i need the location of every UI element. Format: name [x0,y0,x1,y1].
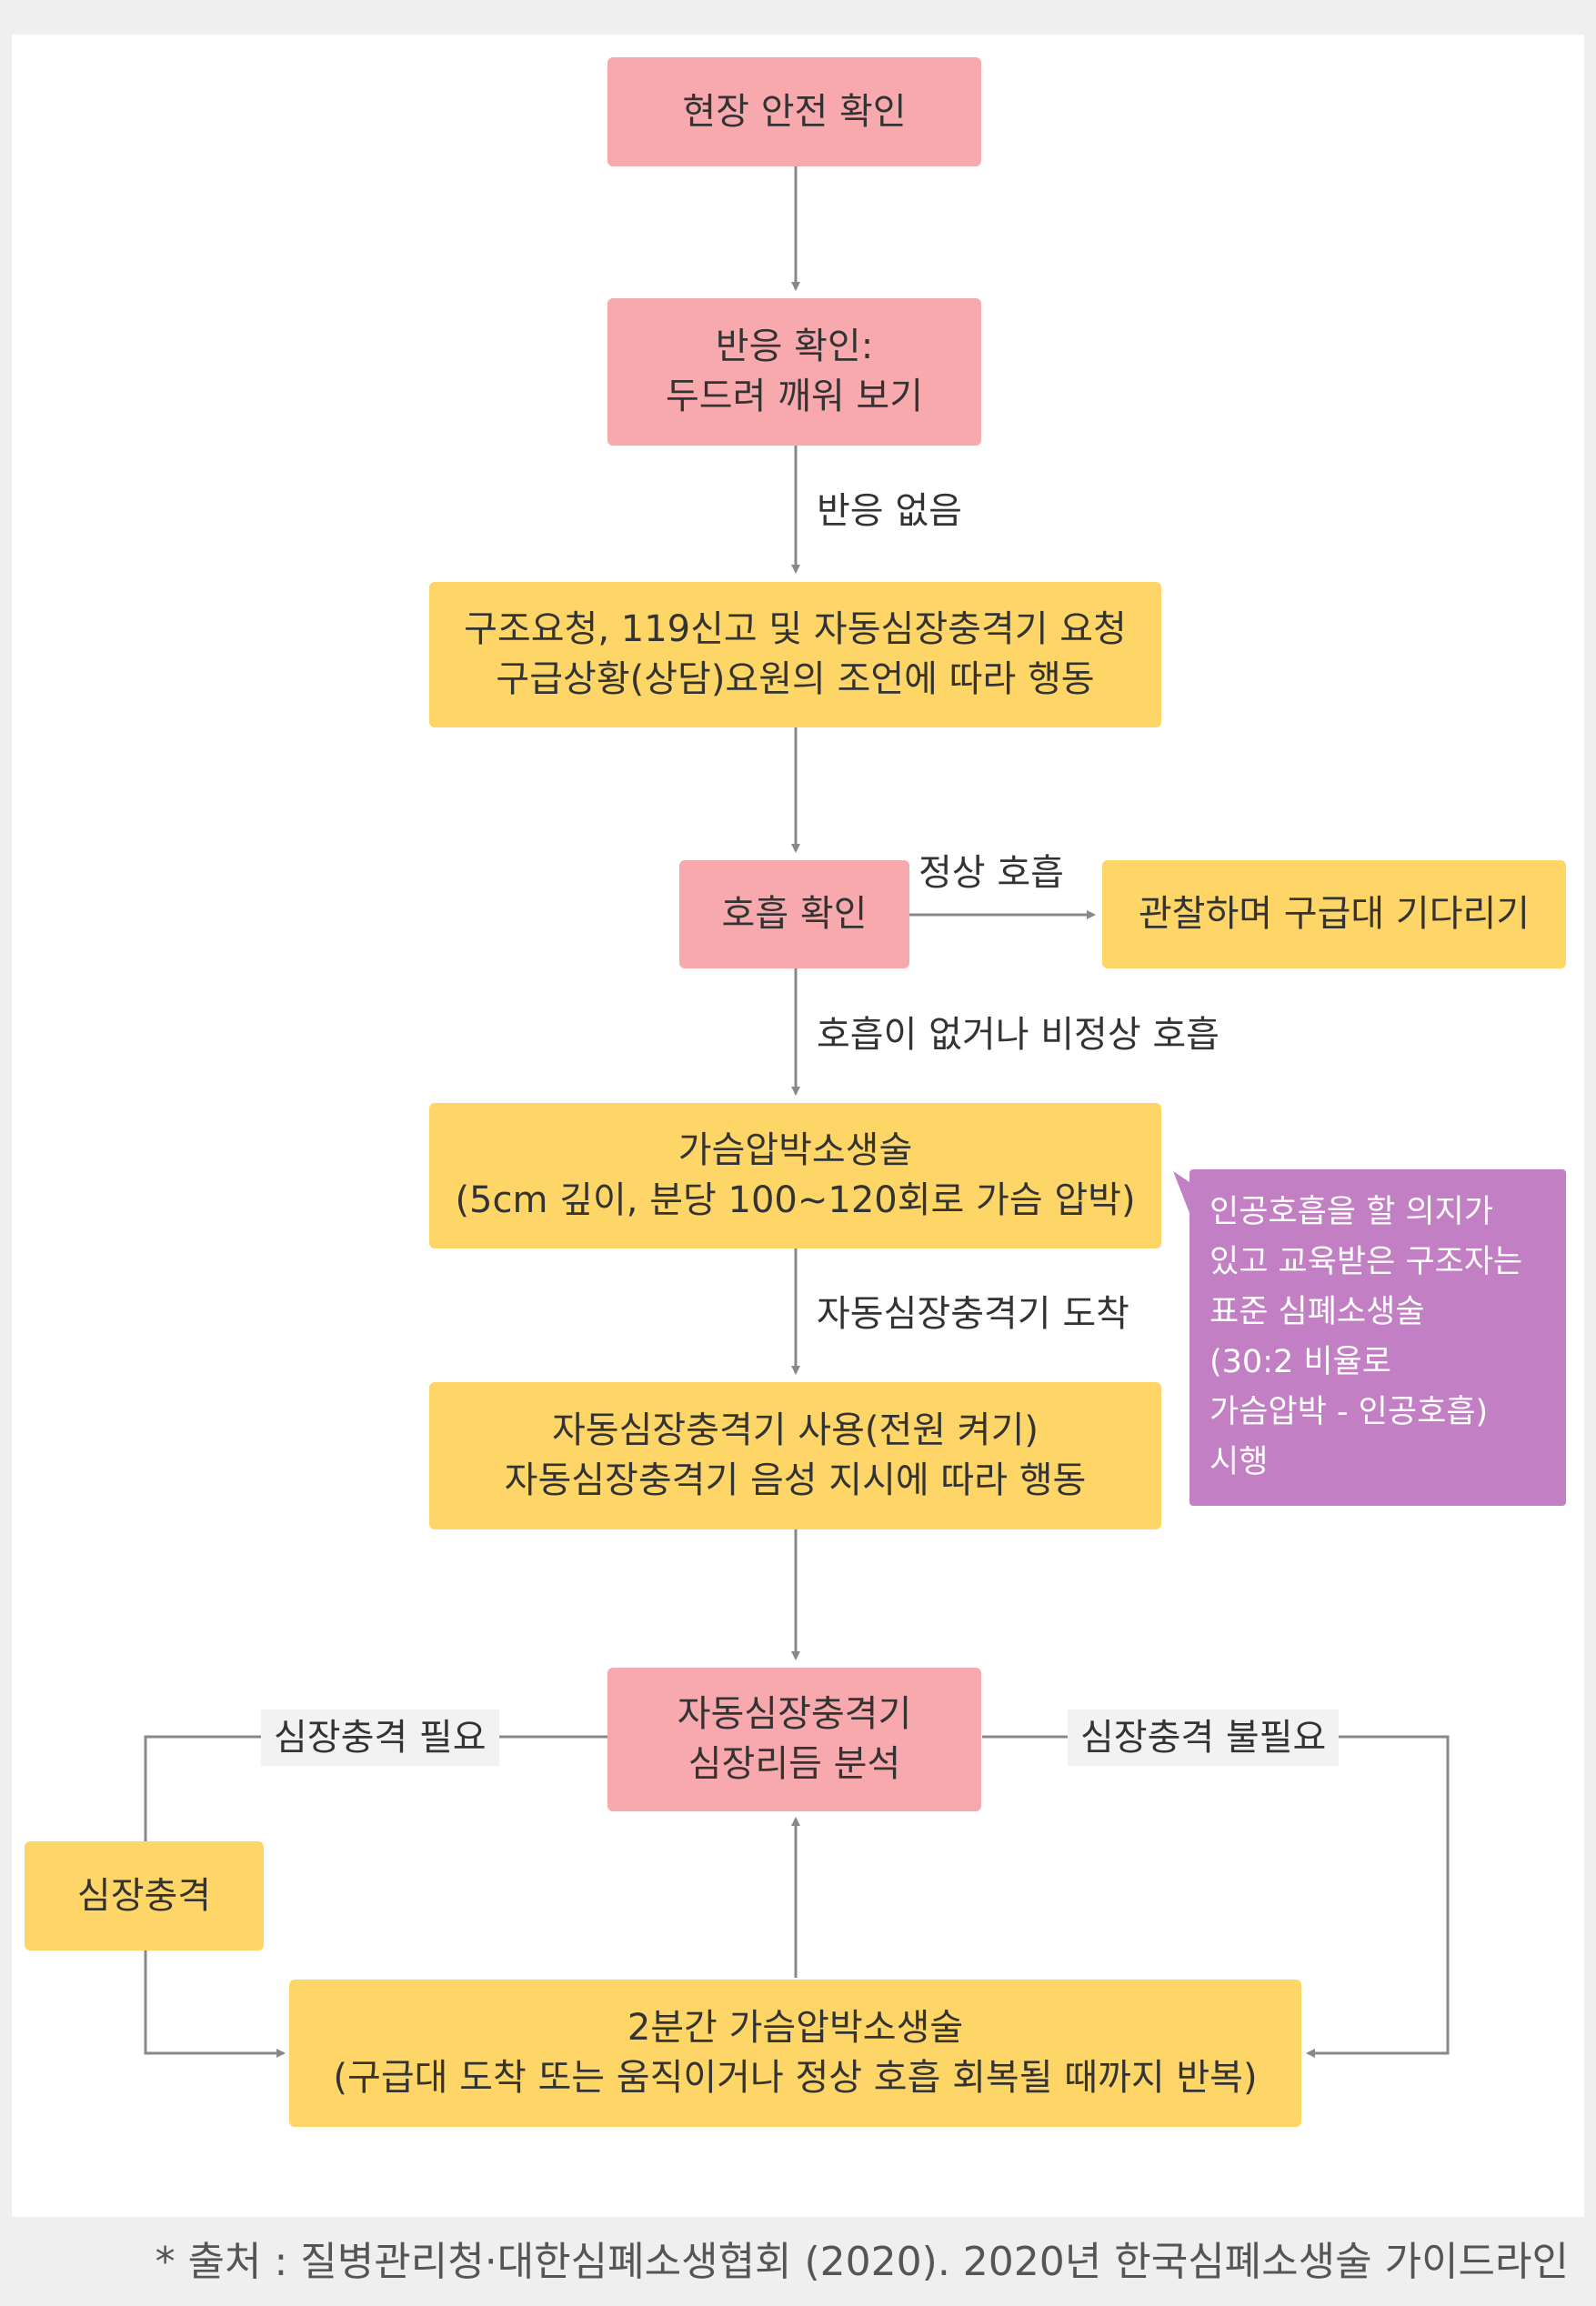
step-cpr-2min-line1: 2분간 가슴압박소생술 [627,2007,964,2049]
step-shock-text: 심장충격 [76,1874,212,1917]
note-rescue-breathing: 인공호흡을 할 의지가 있고 교육받은 구조자는 표준 심폐소생술 (30:2 … [1189,1169,1566,1506]
step-breathing-check-text: 호흡 확인 [721,893,868,935]
step-rhythm-analysis-line1: 자동심장충격기 [677,1693,912,1735]
step-observe-wait: 관찰하며 구급대 기다리기 [1102,860,1566,968]
step-cpr-line1: 가슴압박소생술 [678,1129,913,1171]
label-aed-arrival: 자동심장충격기 도착 [817,1293,1129,1335]
note-line6: 시행 [1210,1444,1269,1480]
step-response-check-line1: 반응 확인: [715,326,874,367]
label-shock-not-needed: 심장충격 불필요 [1068,1709,1340,1766]
step-site-safety: 현장 안전 확인 [607,57,981,166]
note-line5: 가슴압박 - 인공호흡) [1210,1394,1489,1430]
note-pointer [1173,1171,1189,1213]
step-rhythm-analysis: 자동심장충격기 심장리듬 분석 [607,1668,981,1811]
note-line1: 인공호흡을 할 의지가 [1210,1194,1494,1230]
source-citation: * 출처 : 질병관리청·대한심폐소생협회 (2020). 2020년 한국심폐… [155,2239,1569,2285]
note-line3: 표준 심폐소생술 [1210,1294,1425,1330]
step-shock: 심장충격 [25,1841,264,1950]
step-breathing-check: 호흡 확인 [679,860,909,968]
step-response-check-line2: 두드려 깨워 보기 [665,376,924,417]
step-site-safety-text: 현장 안전 확인 [682,90,907,133]
step-cpr: 가슴압박소생술 (5cm 깊이, 분당 100~120회로 가슴 압박) [429,1103,1161,1248]
note-line4: (30:2 비율로 [1210,1344,1391,1380]
label-normal-breathing: 정상 호흡 [918,852,1064,894]
step-observe-wait-text: 관찰하며 구급대 기다리기 [1138,893,1531,935]
step-call-help-line2: 구급상황(상담)요원의 조언에 따라 행동 [496,658,1095,700]
step-rhythm-analysis-line2: 심장리듬 분석 [688,1743,901,1785]
label-shock-needed: 심장충격 필요 [261,1709,499,1766]
step-aed-use-line2: 자동심장충격기 음성 지시에 따라 행동 [504,1459,1087,1501]
step-aed-use-line1: 자동심장충격기 사용(전원 켜기) [551,1409,1039,1451]
step-cpr-2min-line2: (구급대 도착 또는 움직이거나 정상 호흡 회복될 때까지 반복) [333,2057,1258,2099]
step-call-help: 구조요청, 119신고 및 자동심장충격기 요청 구급상황(상담)요원의 조언에… [429,582,1161,727]
step-aed-use: 자동심장충격기 사용(전원 켜기) 자동심장충격기 음성 지시에 따라 행동 [429,1382,1161,1529]
label-abnormal-breathing: 호흡이 없거나 비정상 호흡 [817,1014,1220,1056]
step-cpr-line2: (5cm 깊이, 분당 100~120회로 가슴 압박) [455,1179,1136,1221]
step-cpr-2min: 2분간 가슴압박소생술 (구급대 도착 또는 움직이거나 정상 호흡 회복될 때… [289,1980,1301,2127]
arrow-shock-to-cpr2 [144,1950,286,2058]
step-response-check: 반응 확인: 두드려 깨워 보기 [607,298,981,446]
label-no-response: 반응 없음 [817,490,962,532]
step-call-help-line1: 구조요청, 119신고 및 자동심장충격기 요청 [464,608,1127,650]
note-line2: 있고 교육받은 구조자는 [1210,1244,1523,1280]
